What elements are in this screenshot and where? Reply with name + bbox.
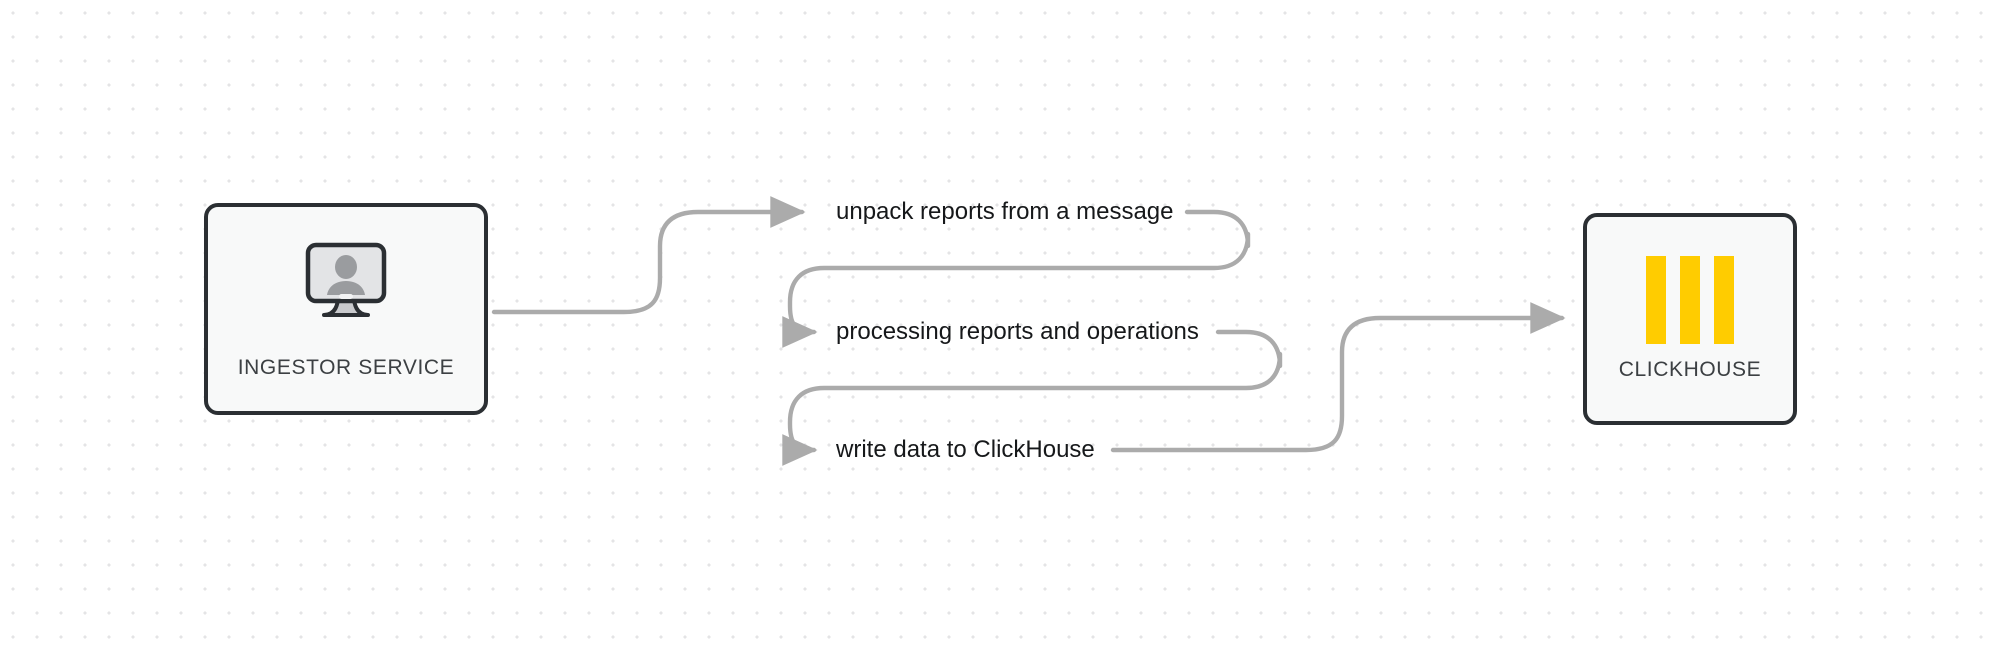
- edge-label-unpack-reports: unpack reports from a message: [836, 198, 1174, 225]
- edge-path-row1-to-row2: [782, 329, 1283, 466]
- edge-path-row0-to-row1: [782, 209, 1251, 348]
- edge-label-processing-reports: processing reports and operations: [836, 318, 1199, 345]
- node-ingestor-label: INGESTOR SERVICE: [237, 355, 455, 379]
- edge-path-row2-to-clickhouse: [1110, 302, 1566, 453]
- clickhouse-bar-2: [1680, 256, 1700, 344]
- edge-label-write-data: write data to ClickHouse: [836, 436, 1095, 463]
- clickhouse-logo-icon: [1646, 256, 1734, 344]
- edge-path-ingestor-to-row0: [491, 196, 806, 315]
- node-clickhouse-label: CLICKHOUSE: [1618, 358, 1762, 381]
- clickhouse-bar-3: [1714, 256, 1734, 344]
- monitor-user-icon: [294, 239, 398, 340]
- node-ingestor-service[interactable]: INGESTOR SERVICE: [204, 203, 488, 415]
- node-clickhouse[interactable]: CLICKHOUSE: [1583, 213, 1797, 425]
- clickhouse-bar-1: [1646, 256, 1666, 344]
